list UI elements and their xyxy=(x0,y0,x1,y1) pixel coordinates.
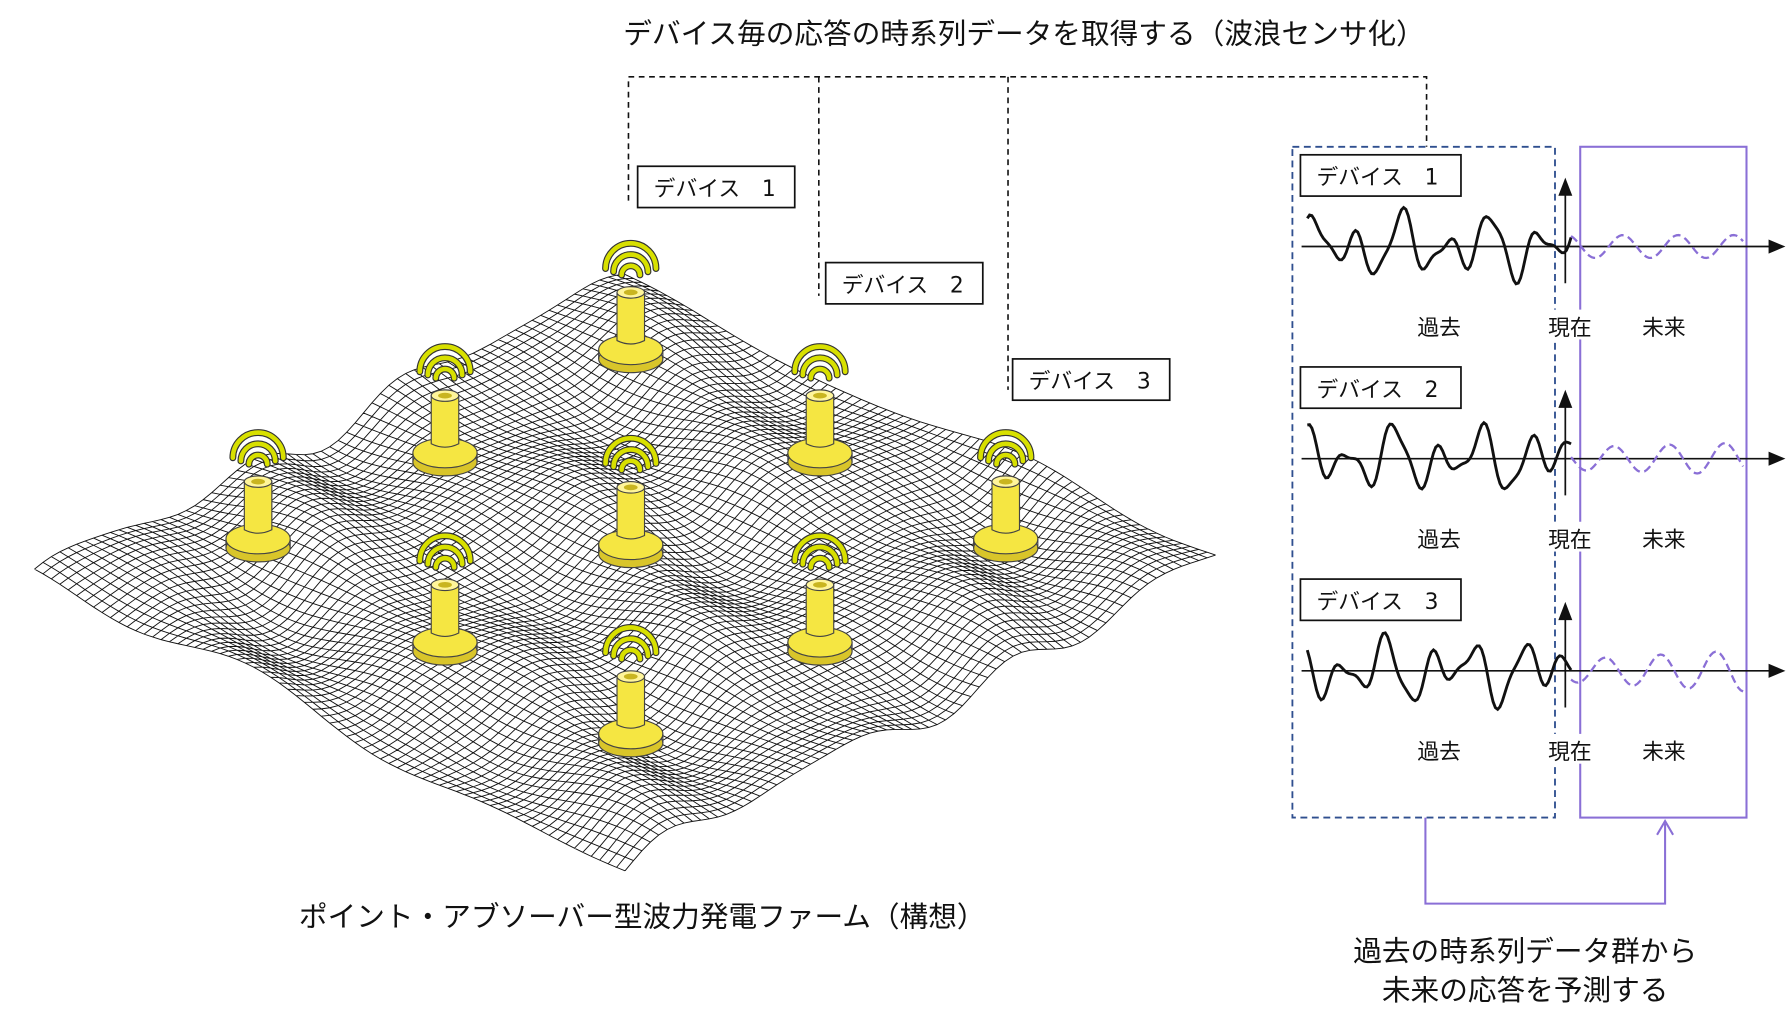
buoy-icon xyxy=(973,475,1039,563)
buoy-icon xyxy=(225,475,291,563)
prediction-caption-line2: 未来の応答を予測する xyxy=(1382,973,1669,1007)
past-data-box xyxy=(1291,145,1556,819)
diagram-title: デバイス毎の応答の時系列データを取得する（波浪センサ化） xyxy=(623,17,1425,51)
time-label-past: 過去 xyxy=(1417,528,1461,553)
time-label-future: 未来 xyxy=(1642,528,1686,553)
wifi-signal-icon xyxy=(416,532,474,571)
buoy-array xyxy=(225,239,1039,758)
svg-text:デバイス 2: デバイス 2 xyxy=(842,273,964,298)
panel-device-label: デバイス 2 xyxy=(1316,378,1438,403)
buoy-icon xyxy=(787,578,853,666)
wifi-signal-icon xyxy=(791,532,849,571)
time-label-past: 過去 xyxy=(1417,740,1461,765)
device-label-1: デバイス 1 xyxy=(636,165,796,209)
device-timeseries-panel: デバイス 3 過去 現在 未来 xyxy=(1299,578,1786,765)
buoy-icon xyxy=(412,578,478,666)
device-timeseries-panel: デバイス 2 過去 現在 未来 xyxy=(1299,366,1786,553)
farm-caption: ポイント・アブソーバー型波力発電ファーム（構想） xyxy=(299,900,986,934)
panel-device-label: デバイス 3 xyxy=(1316,590,1438,615)
connector-lines xyxy=(627,76,1428,390)
wifi-signal-icon xyxy=(602,239,660,279)
prediction-caption-line1: 過去の時系列データ群から xyxy=(1353,934,1697,968)
svg-text:デバイス 1: デバイス 1 xyxy=(654,177,776,202)
time-label-future: 未来 xyxy=(1642,740,1686,765)
buoy-icon xyxy=(412,389,478,477)
buoy-icon xyxy=(598,481,664,569)
prediction-arrow xyxy=(1424,817,1674,905)
wifi-signal-icon xyxy=(229,429,287,468)
time-label-future: 未来 xyxy=(1642,316,1686,341)
wifi-signal-icon xyxy=(602,624,660,663)
device-label-2: デバイス 2 xyxy=(824,261,984,305)
device-timeseries-panel: デバイス 1 過去 現在 未来 xyxy=(1299,153,1786,341)
wifi-signal-icon xyxy=(602,434,660,474)
time-label-now: 現在 xyxy=(1548,316,1592,341)
future-prediction-box xyxy=(1579,145,1748,819)
time-label-now: 現在 xyxy=(1548,740,1592,765)
buoy-icon xyxy=(787,389,853,477)
device-label-3: デバイス 3 xyxy=(1011,358,1171,402)
panel-device-label: デバイス 1 xyxy=(1316,166,1438,191)
wifi-signal-icon xyxy=(977,429,1035,468)
time-label-now: 現在 xyxy=(1548,528,1592,553)
svg-text:デバイス 3: デバイス 3 xyxy=(1029,370,1151,395)
buoy-icon xyxy=(598,670,664,758)
wifi-signal-icon xyxy=(416,343,474,382)
wifi-signal-icon xyxy=(791,343,849,382)
time-label-past: 過去 xyxy=(1417,316,1461,341)
buoy-icon xyxy=(598,286,664,374)
